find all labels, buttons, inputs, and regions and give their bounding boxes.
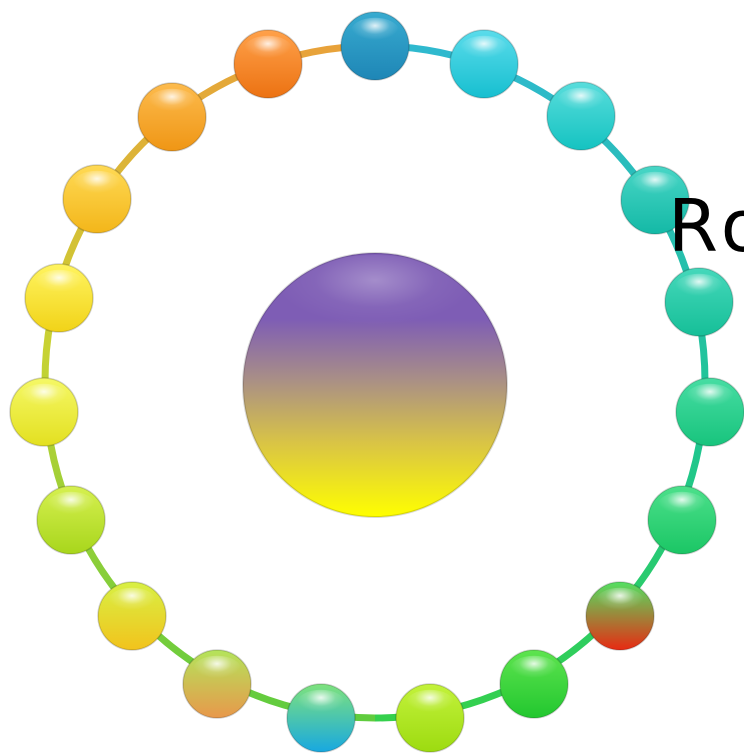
- node-gloss: [148, 89, 197, 118]
- node-gloss: [35, 270, 84, 299]
- ring-node-1: [341, 12, 409, 80]
- node-gloss: [20, 384, 69, 413]
- ring-node-8: [586, 582, 654, 650]
- node-gloss: [460, 36, 509, 65]
- node-gloss: [351, 18, 400, 47]
- ring-node-16: [25, 264, 93, 332]
- node-gloss: [297, 690, 346, 719]
- node-gloss: [108, 588, 157, 617]
- ring-node-15: [10, 378, 78, 446]
- node-gloss: [596, 588, 645, 617]
- node-gloss: [244, 36, 293, 65]
- ring-node-7: [648, 486, 716, 554]
- ring-node-6: [676, 378, 744, 446]
- cut-off-label: Ro: [668, 186, 744, 266]
- node-gloss: [557, 88, 606, 117]
- node-gloss: [510, 656, 559, 685]
- node-gloss: [658, 492, 707, 521]
- ring-node-11: [287, 684, 355, 752]
- node-gloss: [675, 274, 724, 303]
- center-sphere-gloss: [275, 255, 475, 345]
- center-sphere-group: [243, 253, 507, 517]
- ring-node-2: [450, 30, 518, 98]
- ring-node-17: [63, 165, 131, 233]
- ring-node-18: [138, 83, 206, 151]
- node-gloss: [406, 690, 455, 719]
- ring-node-13: [98, 582, 166, 650]
- node-gloss: [193, 656, 242, 685]
- ring-node-12: [183, 650, 251, 718]
- ring-node-9: [500, 650, 568, 718]
- node-gloss: [73, 171, 122, 200]
- ring-node-3: [547, 82, 615, 150]
- node-gloss: [686, 384, 735, 413]
- ring-node-19: [234, 30, 302, 98]
- ring-node-10: [396, 684, 464, 752]
- ring-node-14: [37, 486, 105, 554]
- node-gloss: [47, 492, 96, 521]
- ring-node-5: [665, 268, 733, 336]
